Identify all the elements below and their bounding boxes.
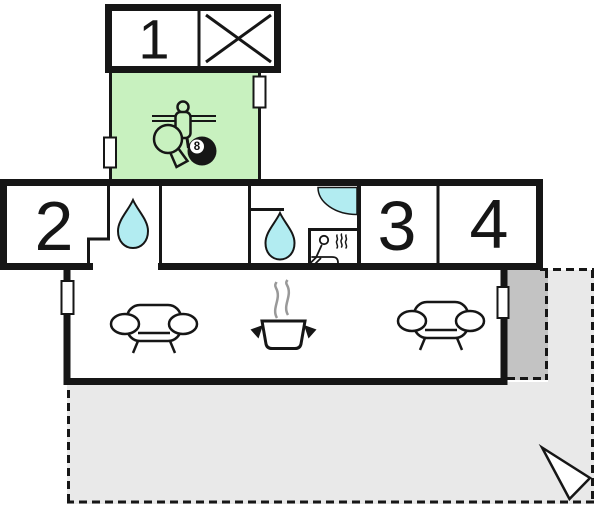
cooking-pot-icon [250, 279, 317, 350]
room3-label: 3 [378, 187, 417, 265]
water-drop-icon [116, 197, 150, 250]
steam-icon [273, 281, 280, 319]
sauna-person-icon [309, 233, 348, 267]
room2-label: 2 [35, 187, 74, 265]
games-room-left-door [103, 136, 117, 169]
living-room-right-door [496, 286, 510, 319]
living-room-left-door [60, 280, 75, 315]
outer-walls [0, 179, 543, 385]
top-unit-outline [105, 4, 281, 73]
steam-icon [284, 279, 291, 316]
shower-quarter-icon [317, 186, 358, 216]
inner-walls [87, 71, 440, 266]
cross-marker-icon [205, 13, 272, 64]
terrace-dashed-outline [67, 268, 594, 504]
terrace-area [67, 270, 594, 504]
water-drop-icon [264, 210, 296, 261]
north-arrow-icon [538, 443, 592, 502]
games-room-right-door [252, 75, 267, 109]
table-tennis-paddle-icon [152, 123, 190, 169]
room1-label: 1 [138, 8, 169, 71]
covered-terrace-area [507, 268, 548, 380]
billiard-8-ball-icon: 8 [187, 136, 217, 166]
ball-number: 8 [194, 141, 201, 153]
room4-label: 4 [470, 185, 509, 263]
door-markers [60, 75, 510, 319]
